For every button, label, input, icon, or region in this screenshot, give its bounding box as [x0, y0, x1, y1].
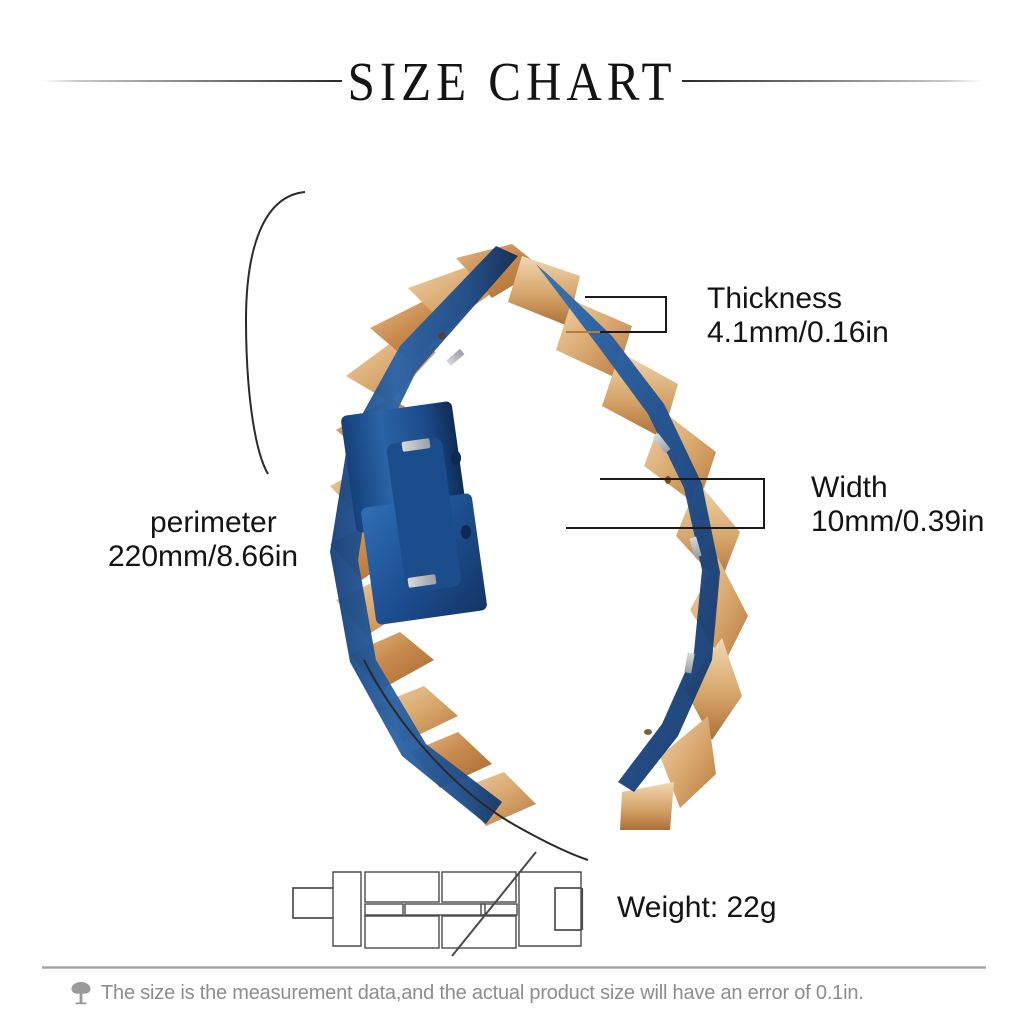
title-rule-right — [682, 80, 983, 82]
callout-perimeter-value: 220mm/8.66in — [108, 539, 299, 573]
page-header: SIZE CHART — [0, 46, 1024, 116]
title-rule-left — [41, 80, 342, 82]
weight-label: Weight: 22g — [617, 891, 777, 924]
callout-thickness-label: Thickness — [707, 282, 843, 315]
callout-width-label: Width — [811, 471, 888, 504]
footer-note-text: The size is the measurement data,and the… — [101, 981, 864, 1004]
bracelet-schematic-diagram — [285, 850, 605, 955]
tree-icon — [71, 982, 91, 1005]
callout-thickness-value: 4.1mm/0.16in — [707, 315, 889, 349]
callout-perimeter: perimeter 220mm/8.66in — [108, 506, 298, 573]
callout-width: Width 10mm/0.39in — [811, 471, 984, 538]
footer-note-row: The size is the measurement data,and the… — [70, 980, 970, 1006]
bracelet-clasp — [341, 401, 487, 625]
callout-perimeter-label: perimeter — [150, 506, 277, 539]
bracelet-product-image — [250, 140, 810, 830]
footer-divider — [42, 966, 986, 969]
callout-thickness: Thickness 4.1mm/0.16in — [707, 282, 889, 349]
page-title: SIZE CHART — [347, 50, 677, 112]
callout-width-value: 10mm/0.39in — [811, 504, 985, 538]
